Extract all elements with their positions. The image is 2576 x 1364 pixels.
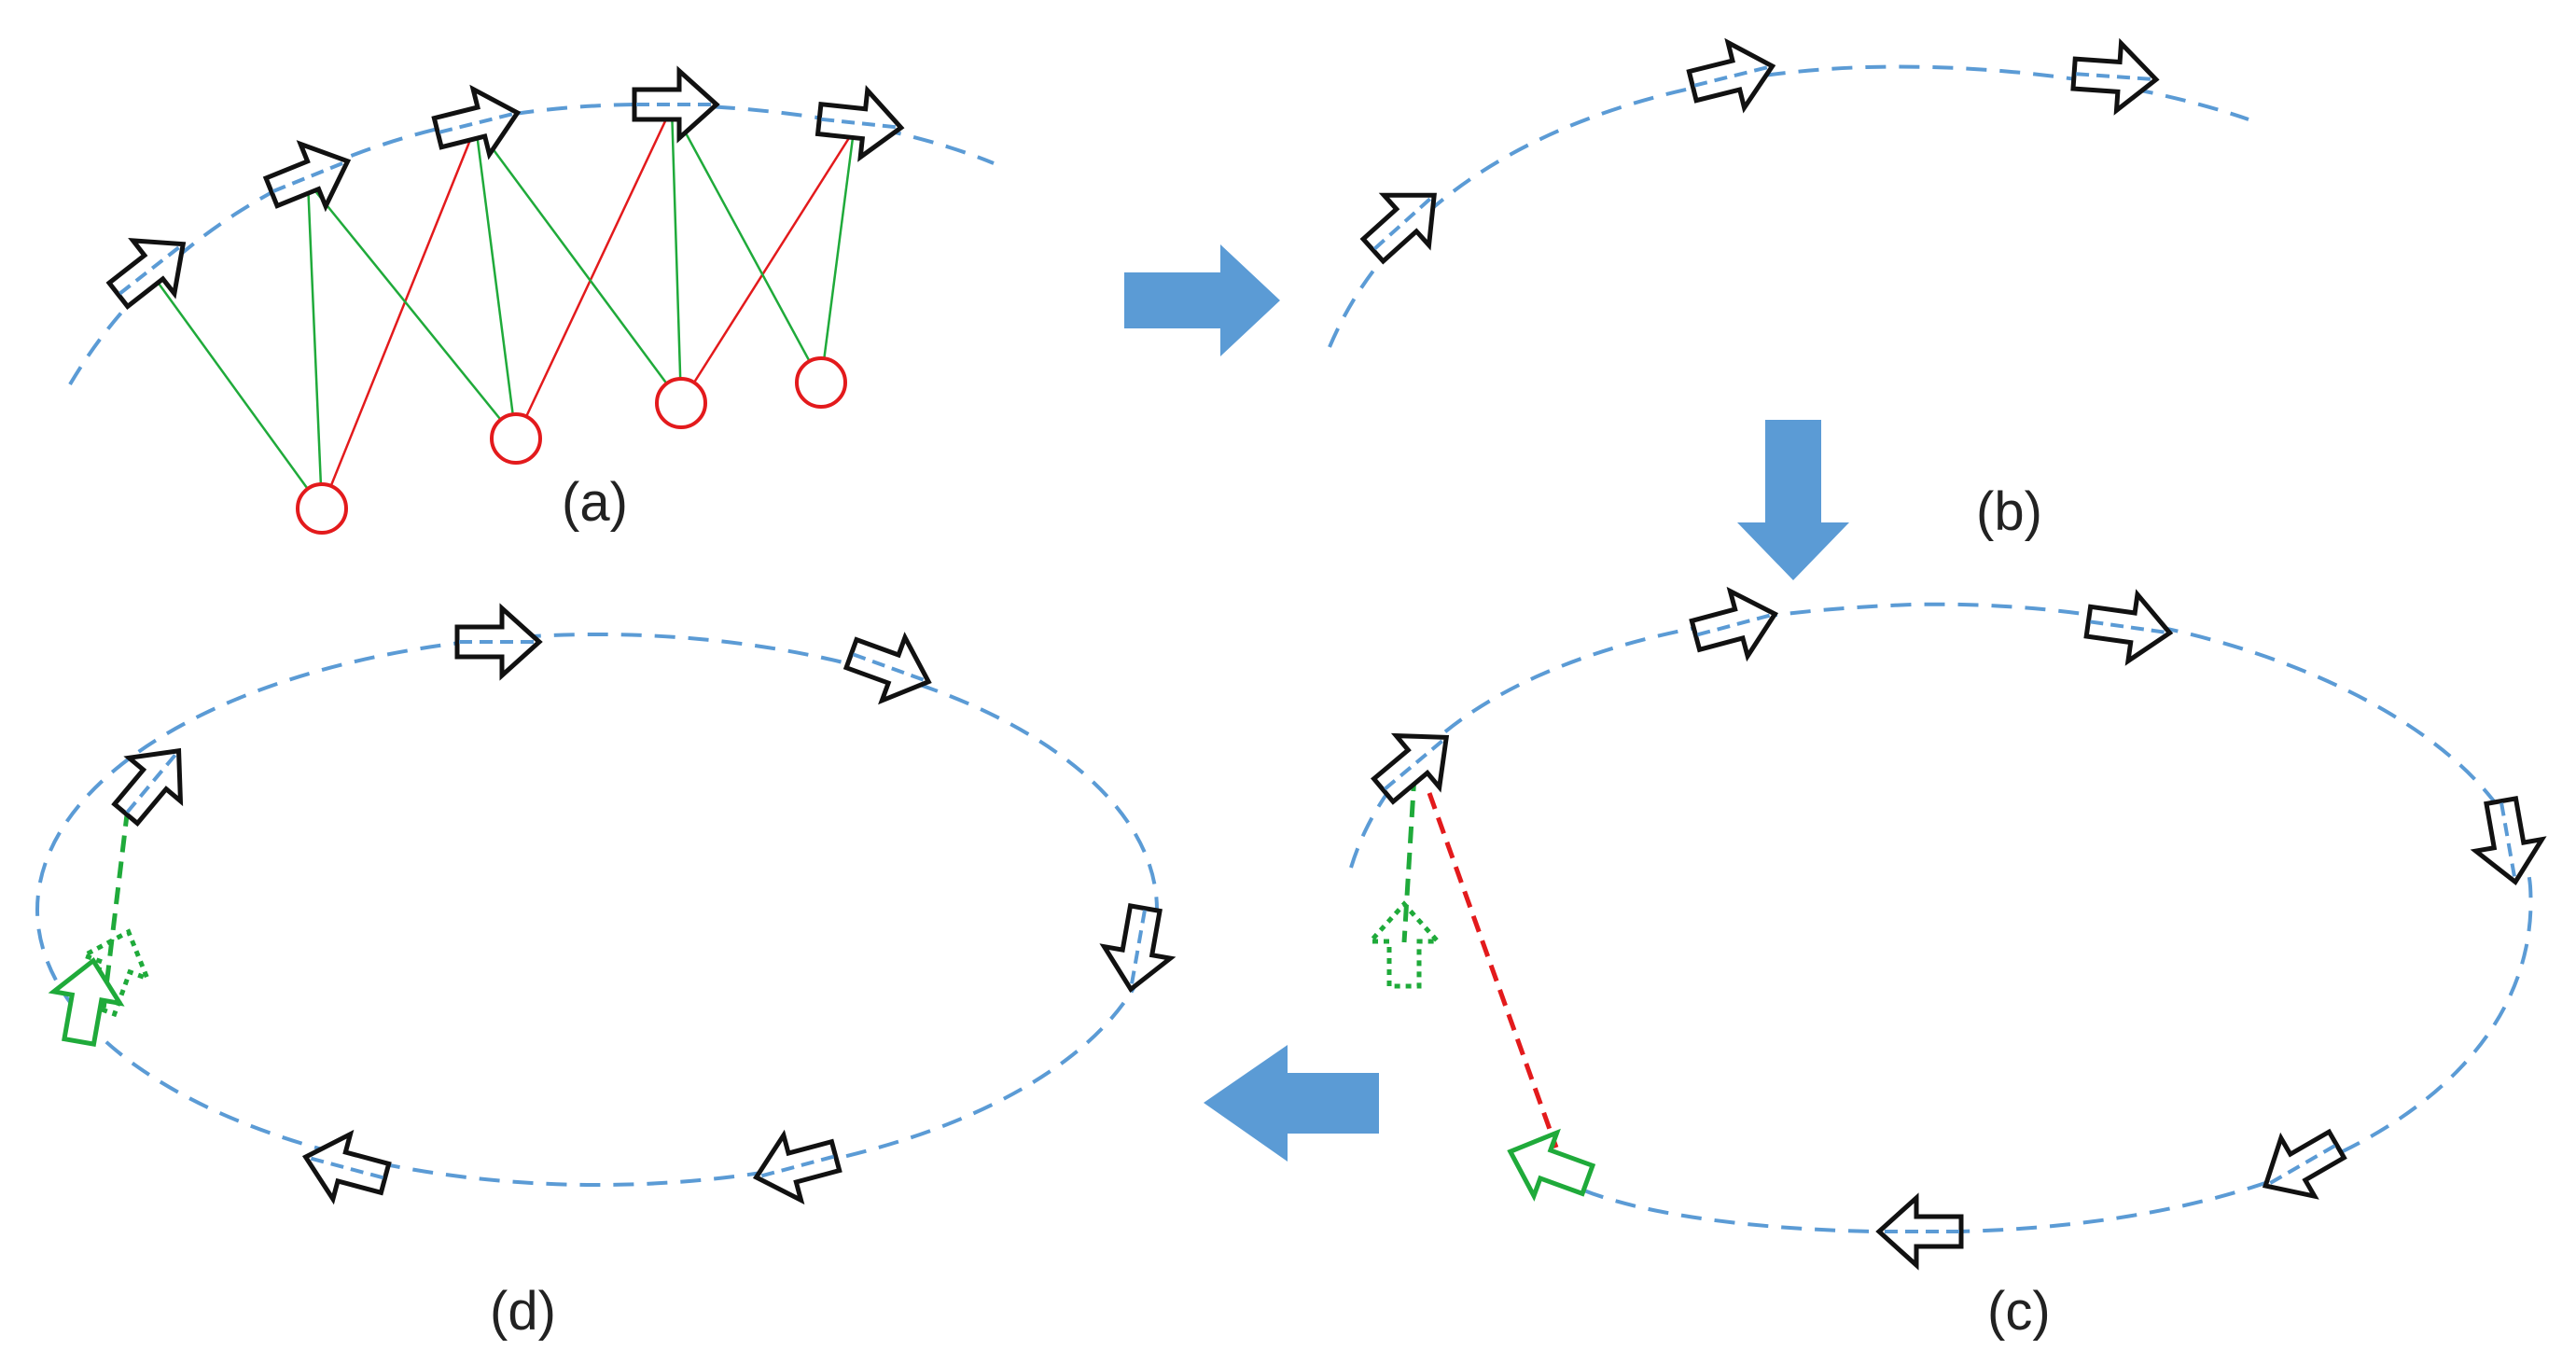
pose-arrow-icon bbox=[1098, 902, 1178, 995]
flow-arrow-left-icon bbox=[1204, 1045, 1379, 1162]
pose-arrow-icon bbox=[297, 1124, 394, 1210]
pose-arrow-icon bbox=[430, 80, 526, 165]
pose-arrow-icon bbox=[634, 71, 717, 138]
panel-label-a: (a) bbox=[562, 472, 628, 533]
landmark-circle-icon bbox=[296, 482, 348, 535]
trajectory-c bbox=[1349, 602, 2533, 1234]
pose-arrow-icon bbox=[815, 86, 904, 161]
pose-arrow-icon bbox=[259, 130, 361, 223]
trajectory-d bbox=[35, 633, 1159, 1187]
trajectory-a bbox=[68, 102, 995, 386]
panel-b: (b) bbox=[1328, 34, 2249, 542]
loop-closure-green bbox=[100, 783, 133, 1018]
pose-arrow-icon bbox=[840, 622, 940, 714]
loop-closure-green bbox=[1401, 773, 1417, 943]
pose-arrow-icon bbox=[2249, 1116, 2353, 1215]
panel-label-c: (c) bbox=[1987, 1281, 2051, 1342]
panel-a: (a) bbox=[68, 71, 995, 535]
pose-arrow-icon bbox=[2072, 40, 2159, 113]
panel-d: (d) bbox=[35, 608, 1178, 1342]
pose-arrow-icon bbox=[2083, 589, 2174, 667]
landmark-circle-icon bbox=[655, 377, 707, 429]
pose-arrow-icon bbox=[457, 608, 539, 675]
loop-closure-red bbox=[1427, 792, 1559, 1148]
pose-arrow-icon bbox=[1685, 34, 1781, 118]
pose-arrow-green-icon bbox=[46, 954, 126, 1047]
panel-c: (c) bbox=[1349, 581, 2548, 1342]
pose-arrow-icon bbox=[1879, 1198, 1961, 1265]
landmark-circle-icon bbox=[795, 356, 847, 409]
pose-arrow-icon bbox=[1362, 712, 1469, 816]
pose-arrow-icon bbox=[1687, 581, 1784, 667]
panel-label-d: (d) bbox=[490, 1281, 556, 1342]
panel-label-b: (b) bbox=[1976, 481, 2042, 542]
pose-arrow-icon bbox=[2468, 795, 2548, 887]
pose-arrow-green-icon bbox=[1498, 1120, 1598, 1211]
landmark-circle-icon bbox=[490, 412, 542, 465]
flow-arrow-right-icon bbox=[1124, 244, 1280, 356]
constraints-a bbox=[147, 106, 856, 509]
flow-arrow-down-icon bbox=[1737, 420, 1849, 580]
pose-arrow-icon bbox=[1351, 170, 1457, 274]
pose-arrow-icon bbox=[747, 1123, 844, 1209]
trajectory-b bbox=[1328, 64, 2249, 348]
pose-arrow-icon bbox=[98, 217, 204, 321]
pose-arrow-icon bbox=[100, 730, 204, 836]
